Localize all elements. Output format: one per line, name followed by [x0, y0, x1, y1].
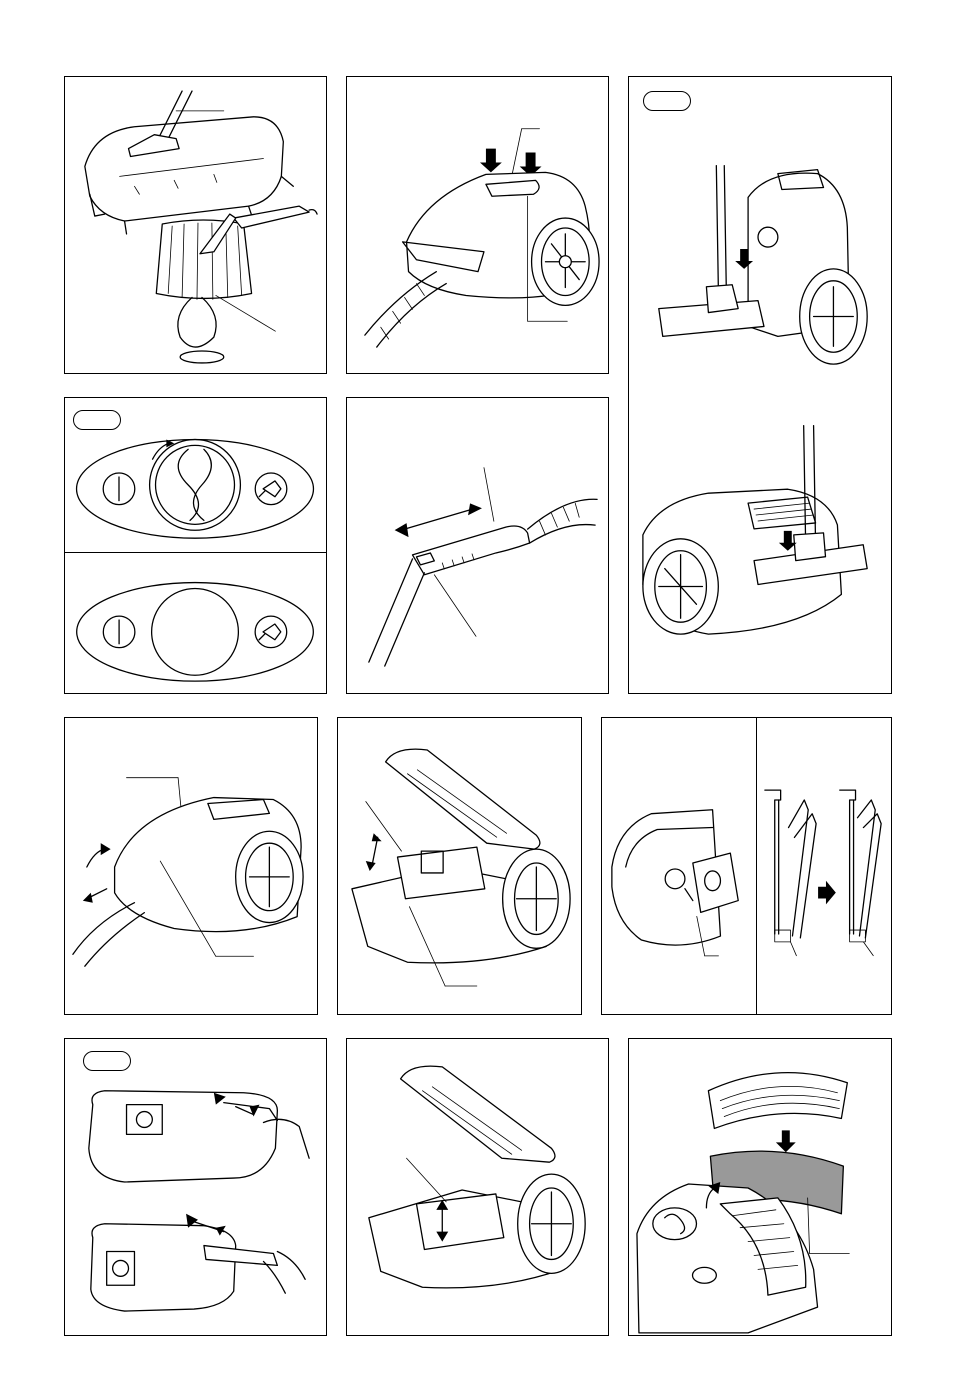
exhaust-filter-figure: [628, 1038, 892, 1336]
handle-suction-regulator-illustration: [347, 398, 608, 693]
suction-dial-icon: [150, 439, 241, 530]
open-compartment-figure: [346, 1038, 609, 1336]
cleaner-top-buttons-illustration: [347, 77, 608, 373]
paper-bag-figure: [64, 1038, 327, 1336]
right-arrow-icon: [818, 881, 836, 905]
double-arrow-icon: [405, 509, 472, 529]
power-panel-illustration: [65, 553, 326, 693]
telescopic-tube-figure: [346, 397, 609, 694]
sofa-and-lamp-illustration: [65, 77, 326, 373]
cord-rewind-icon: [255, 473, 287, 505]
empty-compartment-illustration: [347, 1039, 608, 1335]
dustbag-closing-illustration: [65, 1039, 326, 1335]
power-panel-figure: [64, 552, 327, 694]
down-arrow-icon: [776, 1130, 796, 1152]
dustbag-holder-figure: [337, 717, 582, 1015]
exhaust-filter-replacement-illustration: [629, 1039, 891, 1335]
lid-release-illustration: [65, 718, 317, 1014]
top-buttons-figure: [346, 76, 609, 374]
cord-rewind-icon: [255, 616, 287, 648]
bag-lock-detail-illustration: [757, 718, 891, 1014]
open-lid-bag-holder-illustration: [338, 718, 581, 1014]
bag-lock-detail-figure: [756, 717, 892, 1015]
open-lid-figure: [64, 717, 318, 1015]
bag-insert-figure: [601, 717, 757, 1015]
upright-and-horizontal-parking-illustration: [629, 77, 891, 693]
power-dial-panel-illustration: [65, 398, 326, 552]
upholstery-nozzle-figure: [64, 76, 327, 374]
power-dial-figure: [64, 397, 327, 553]
parking-nozzle-figure: [628, 76, 892, 694]
bag-insertion-illustration: [602, 718, 756, 1014]
blank-dial-icon: [152, 588, 239, 675]
